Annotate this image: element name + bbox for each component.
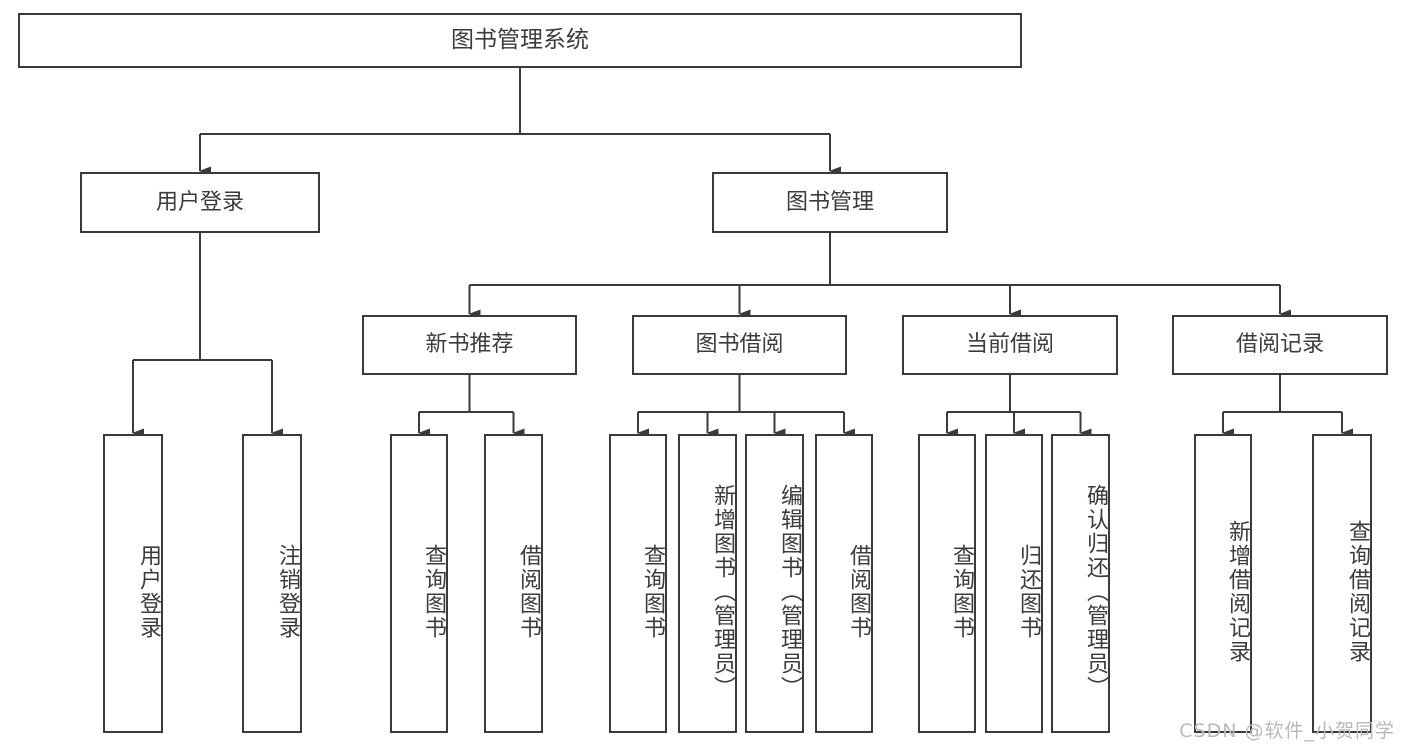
- leaf-label: 新增借阅记录: [1225, 519, 1250, 664]
- node-leaf-query-borrow-record[interactable]: 查询借阅记录: [1312, 434, 1372, 733]
- node-leaf-return-book[interactable]: 归还图书: [985, 434, 1043, 733]
- leaf-label: 查询借阅记录: [1345, 519, 1370, 664]
- node-leaf-add-book[interactable]: 新增图书（管理员）: [678, 434, 737, 733]
- node-user-login[interactable]: 用户登录: [80, 172, 320, 233]
- leaf-label: 借阅图书: [516, 543, 541, 640]
- node-leaf-query-book-1[interactable]: 查询图书: [390, 434, 448, 733]
- node-leaf-borrow-book-2[interactable]: 借阅图书: [815, 434, 873, 733]
- node-current-borrow[interactable]: 当前借阅: [902, 315, 1118, 375]
- node-book-manage[interactable]: 图书管理: [712, 172, 948, 233]
- node-leaf-add-borrow-record[interactable]: 新增借阅记录: [1194, 434, 1252, 733]
- node-new-book-recommend[interactable]: 新书推荐: [362, 315, 577, 375]
- leaf-label: 新增图书（管理员）: [710, 483, 735, 700]
- node-leaf-confirm-return[interactable]: 确认归还（管理员）: [1051, 434, 1110, 733]
- leaf-label: 查询图书: [949, 543, 974, 640]
- leaf-label: 用户登录: [136, 543, 161, 640]
- leaf-label: 借阅图书: [846, 543, 871, 640]
- leaf-label: 归还图书: [1016, 543, 1041, 640]
- node-root[interactable]: 图书管理系统: [18, 13, 1022, 68]
- csdn-watermark: CSDN @软件_小贺同学: [1179, 720, 1395, 742]
- node-leaf-borrow-book-1[interactable]: 借阅图书: [484, 434, 543, 733]
- node-leaf-logout-login[interactable]: 注销登录: [242, 434, 302, 733]
- node-borrow-record[interactable]: 借阅记录: [1172, 315, 1388, 375]
- leaf-label: 确认归还（管理员）: [1083, 483, 1108, 700]
- node-book-borrow[interactable]: 图书借阅: [632, 315, 847, 375]
- node-leaf-user-login[interactable]: 用户登录: [103, 434, 163, 733]
- leaf-label: 注销登录: [275, 543, 300, 640]
- leaf-label: 查询图书: [640, 543, 665, 640]
- connector-paths: [132, 68, 1353, 438]
- leaf-label: 编辑图书（管理员）: [777, 483, 802, 700]
- leaf-label: 查询图书: [421, 543, 446, 640]
- node-leaf-query-book-2[interactable]: 查询图书: [609, 434, 667, 733]
- node-leaf-edit-book[interactable]: 编辑图书（管理员）: [745, 434, 804, 733]
- node-leaf-query-book-3[interactable]: 查询图书: [918, 434, 976, 733]
